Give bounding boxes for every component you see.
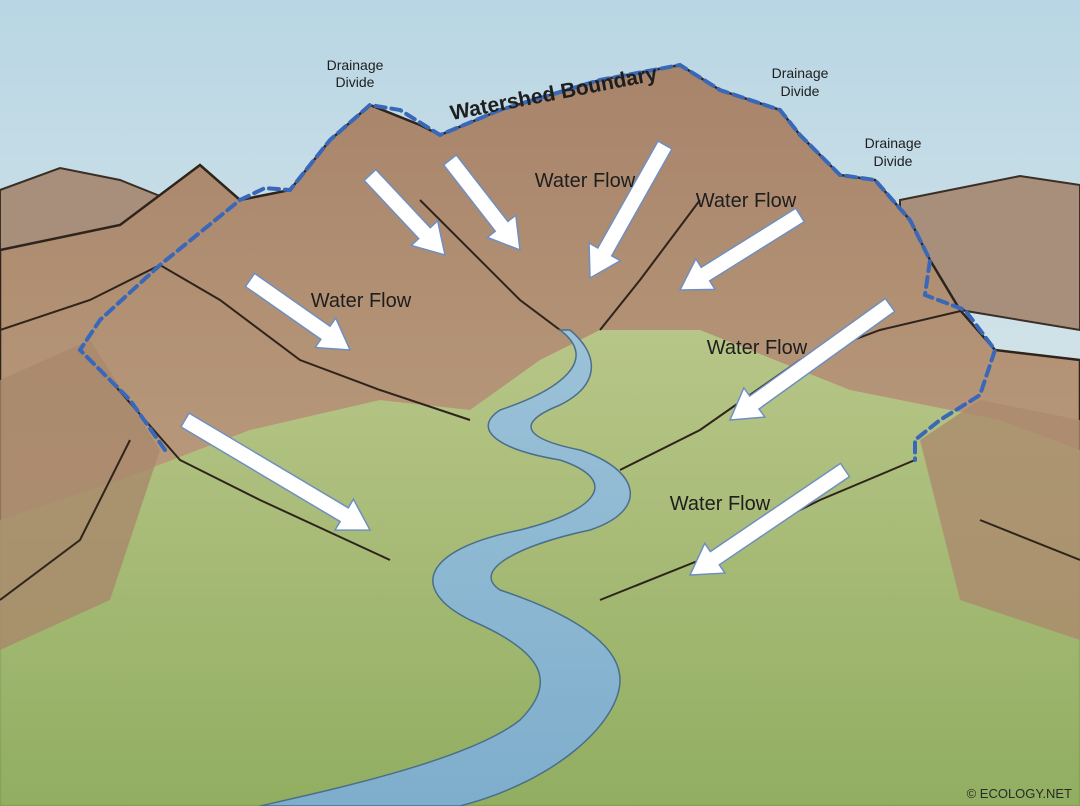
drainage-divide-text: Drainage [865,135,922,151]
left-slopes [0,340,160,650]
drainage-divide-label-3: Drainage Divide [865,135,922,169]
drainage-divide-text: Divide [336,74,375,90]
water-flow-arrow [678,207,806,291]
water-flow-label: Water Flow [696,190,797,212]
drainage-divide-label-2: Drainage Divide [772,65,829,99]
credit-text: © ECOLOGY.NET [967,786,1072,801]
water-flow-arrows [179,140,896,576]
drainage-divide-text: Drainage [772,65,829,81]
water-flow-arrow [728,297,896,421]
water-flow-arrow [363,168,446,257]
water-flow-arrow [244,272,352,351]
water-flow-arrow [588,140,673,280]
valley-floor [0,330,1080,806]
water-flow-arrow [179,412,372,531]
drainage-divide-label-1: Drainage Divide [327,57,384,90]
river [259,329,632,806]
water-flow-label: Water Flow [535,170,636,192]
water-flow-label: Water Flow [707,337,808,359]
water-flow-arrow [688,462,851,576]
watershed-boundary-line [77,62,998,462]
drainage-divide-text: Drainage [327,57,384,73]
water-flow-arrow [442,154,521,252]
water-flow-label: Water Flow [311,290,412,312]
drainage-divide-text: Divide [781,83,820,99]
right-slopes [920,400,1080,640]
water-flow-label: Water Flow [670,493,771,515]
drainage-divide-text: Divide [874,153,913,169]
